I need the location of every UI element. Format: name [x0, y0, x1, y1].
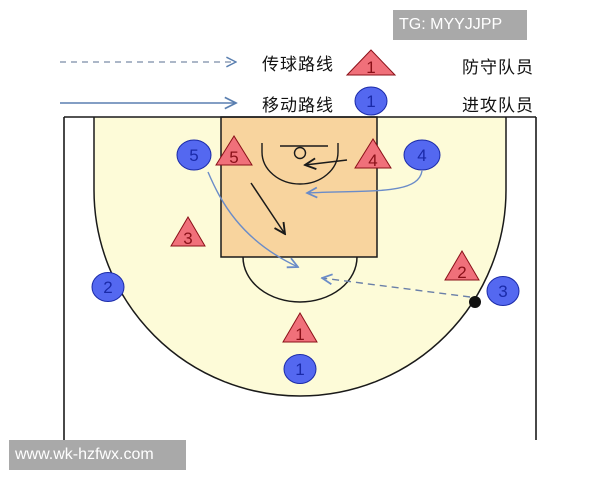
- attacker-1: 1: [283, 354, 317, 384]
- svg-text:3: 3: [498, 282, 507, 301]
- svg-text:1: 1: [295, 360, 304, 379]
- defender-4: 4: [354, 138, 392, 170]
- route-attacker-5-cut: [207, 171, 298, 267]
- svg-text:1: 1: [295, 325, 304, 344]
- legend-defender-icon: 1: [345, 49, 397, 77]
- svg-text:2: 2: [457, 263, 466, 282]
- svg-text:4: 4: [417, 146, 426, 165]
- legend-move-route-label: 移动路线: [262, 96, 334, 116]
- attacker-5: 5: [176, 139, 212, 171]
- route-pass-3-to-5: [322, 278, 471, 298]
- svg-text:1: 1: [366, 58, 375, 77]
- ball-icon: [469, 296, 481, 308]
- attacker-4: 4: [403, 139, 441, 171]
- svg-text:5: 5: [229, 148, 238, 167]
- attacker-2: 2: [91, 272, 125, 302]
- defender-2: 2: [444, 250, 480, 282]
- route-attacker-4-cut: [307, 170, 423, 193]
- defender-5: 5: [215, 135, 253, 167]
- svg-text:5: 5: [189, 146, 198, 165]
- legend-attacker-icon: 1: [354, 86, 388, 116]
- legend-defender-label: 防守队员: [462, 58, 534, 78]
- route-defender-4-move: [305, 160, 348, 165]
- svg-text:4: 4: [368, 151, 377, 170]
- svg-text:2: 2: [103, 278, 112, 297]
- legend-attacker-label: 进攻队员: [462, 96, 534, 116]
- svg-text:3: 3: [183, 229, 192, 248]
- defender-1: 1: [282, 312, 318, 344]
- attacker-3: 3: [486, 276, 520, 306]
- route-defender-5-move: [250, 182, 285, 234]
- watermark-top: TG: MYYJJPP: [393, 10, 527, 40]
- svg-text:1: 1: [366, 92, 375, 111]
- watermark-bottom: www.wk-hzfwx.com: [9, 440, 186, 470]
- defender-3: 3: [170, 216, 206, 248]
- legend-pass-route-label: 传球路线: [262, 55, 334, 75]
